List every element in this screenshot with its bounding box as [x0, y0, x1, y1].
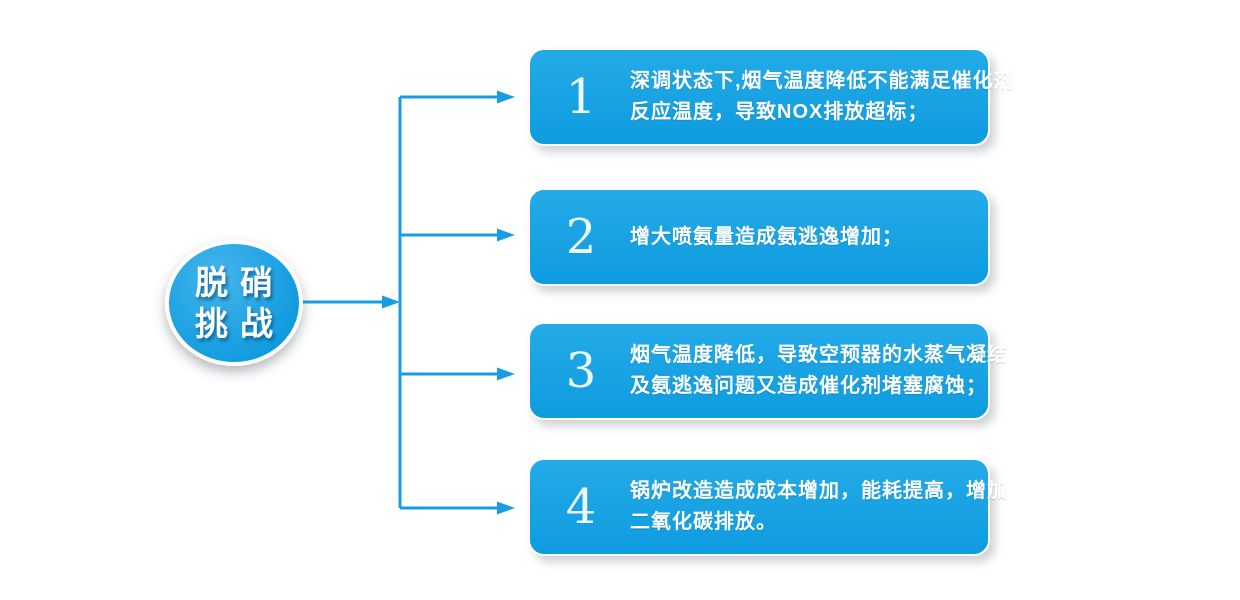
challenge-number-3: 3: [565, 343, 597, 399]
root-node-denitration-challenge: 脱硝 挑战: [165, 240, 303, 366]
challenge-text-4-line-2: 二氧化碳排放。: [630, 511, 777, 533]
challenge-number-1: 1: [565, 69, 597, 125]
challenge-box-1: 1 深调状态下,烟气温度降低不能满足催化剂 反应温度，导致NOX排放超标；: [528, 48, 1014, 146]
challenge-text-3-line-2: 及氨逃逸问题又造成催化剂堵塞腐蚀；: [630, 375, 987, 397]
root-node-label-line1: 脱硝: [195, 264, 285, 301]
challenge-text-4: 锅炉改造造成成本增加，能耗提高，增加 二氧化碳排放。: [630, 476, 1008, 538]
challenge-text-2-line-1: 增大喷氨量造成氨逃逸增加；: [630, 225, 903, 248]
challenge-text-2: 增大喷氨量造成氨逃逸增加；: [630, 222, 903, 253]
challenge-box-4: 4 锅炉改造造成成本增加，能耗提高，增加 二氧化碳排放。: [528, 458, 1007, 556]
challenge-number-4: 4: [565, 479, 597, 535]
arrow-head-4: [497, 501, 515, 515]
challenge-text-3: 烟气温度降低，导致空预器的水蒸气凝结 及氨逃逸问题又造成催化剂堵塞腐蚀；: [630, 340, 1008, 402]
challenge-box-3: 3 烟气温度降低，导致空预器的水蒸气凝结 及氨逃逸问题又造成催化剂堵塞腐蚀；: [528, 322, 1007, 420]
arrow-head-3: [497, 367, 515, 381]
challenge-text-3-line-1: 烟气温度降低，导致空预器的水蒸气凝结: [630, 344, 1008, 366]
challenge-text-4-line-1: 锅炉改造造成成本增加，能耗提高，增加: [630, 480, 1008, 502]
arrow-head-1: [497, 90, 515, 104]
challenge-text-1: 深调状态下,烟气温度降低不能满足催化剂 反应温度，导致NOX排放超标；: [630, 66, 1015, 128]
challenge-number-2: 2: [565, 209, 597, 265]
arrow-head-2: [497, 228, 515, 242]
root-node-label-line2: 挑战: [195, 305, 285, 342]
challenge-text-1-line-2: 反应温度，导致NOX排放超标；: [630, 101, 929, 123]
challenge-box-2: 2 增大喷氨量造成氨逃逸增加；: [528, 188, 990, 286]
challenge-text-1-line-1: 深调状态下,烟气温度降低不能满足催化剂: [630, 70, 1015, 92]
arrow-head-main: [382, 295, 400, 309]
